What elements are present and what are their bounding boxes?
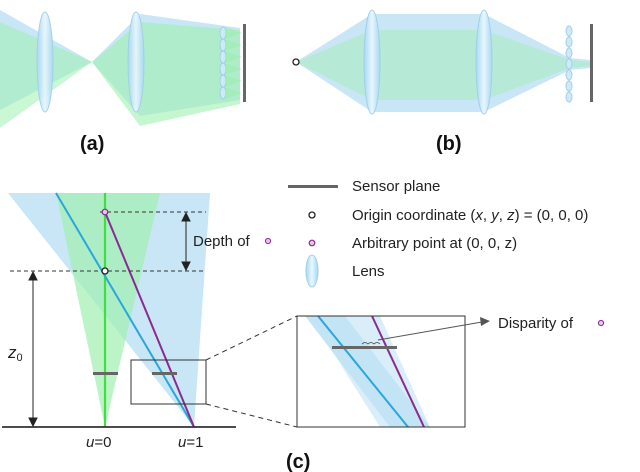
panel-b-label: (b) [436,133,462,155]
panel-c-u0-var: u [86,434,95,451]
panel-b-origin-point [292,58,300,66]
panel-c-sensor-segment-right [152,372,177,375]
panel-c-z0-label: z0 [7,343,23,364]
panel-c-u0-val: =0 [94,434,111,451]
panel-c-purple-ray [104,211,195,428]
panel-a-label: (a) [80,133,104,155]
panel-a-microlens-array [219,26,227,100]
panel-c-depth-arrow [181,211,191,272]
panel-c-u1-label: u=1 [178,434,203,451]
legend-origin-label: Origin coordinate (x, y, z) = (0, 0, 0) [352,207,588,224]
legend-arbitrary-swatch [308,239,316,247]
disparity-arrow-head [480,317,490,326]
disparity-arrow-line [377,321,483,341]
inset-blue-band-wide [310,316,430,427]
panel-c-zoom-region [130,359,207,405]
panel-c-diagram: Depth of z0 u=0 u=1 [2,192,298,451]
panel-c-z0-sub: 0 [17,352,23,364]
panel-a-microlens-rays [226,27,242,99]
panel-c-u0-label: u=0 [86,434,111,451]
panel-c-zoom-inset [296,315,490,428]
panel-a-green-beam-right [92,22,240,126]
inset-border [296,315,466,428]
legend-lens-label: Lens [352,263,385,280]
panel-c-arbitrary-point [101,208,109,216]
disparity-label: Disparity of [498,315,574,332]
panel-c-label: (c) [286,451,310,472]
panel-c-u1-var: u [178,434,187,451]
legend-sensor-label: Sensor plane [352,178,440,195]
panel-a-sensor-plane [243,24,246,102]
panel-c-blue-ray [55,192,195,428]
panel-b-lens-2 [475,9,493,115]
legend-origin-swatch [308,211,316,219]
panel-c-z0-main: z [7,343,17,362]
inset-disparity-bracket [361,342,381,345]
panel-b-lens-1 [363,9,381,115]
panel-a-lens-1 [36,11,54,113]
legend: Sensor plane Origin coordinate (x, y, z)… [288,178,588,288]
legend-lens-swatch [305,254,319,288]
panel-c-u1-val: =1 [186,434,203,451]
inset-sensor-segment [332,346,397,349]
panel-c-zoom-connector-bottom [205,403,298,428]
panel-c-sensor-segment-left [93,372,118,375]
disparity-label-point-icon [597,319,605,327]
inset-blue-ray [317,316,409,427]
panel-c-z0-arrow [28,270,38,428]
panel-b-microlens-array [565,25,573,103]
legend-arbitrary-label: Arbitrary point at (0, 0, z) [352,235,517,252]
legend-sensor-swatch [288,185,338,188]
panel-b-sensor-plane [590,24,593,102]
panel-b-diagram [292,9,593,115]
panel-a-diagram [0,10,246,128]
panel-c-green-cone [56,193,160,427]
panel-c-zoom-connector-top [205,315,298,361]
panel-c-depth-label: Depth of [193,233,251,250]
inset-purple-ray [371,316,425,427]
panel-c-depth-label-point-icon [264,237,272,245]
panel-a-lens-2 [127,11,145,113]
panel-c-origin-point [101,267,109,275]
